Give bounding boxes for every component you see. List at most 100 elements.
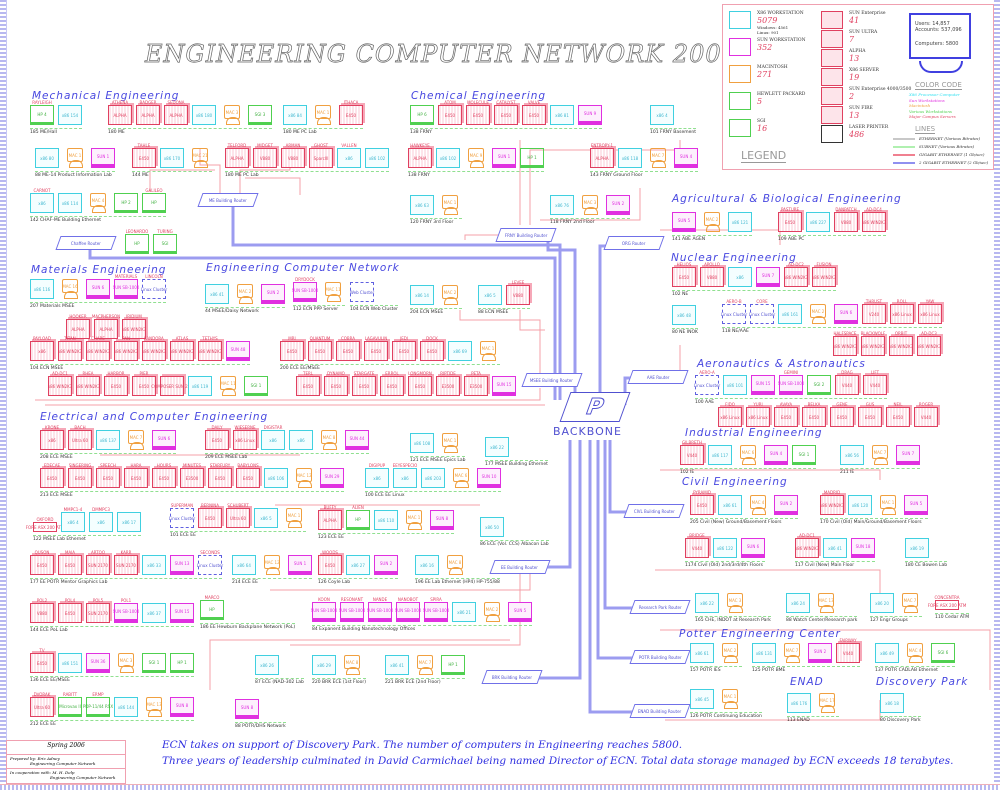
- x86-workstation-node[interactable]: x86 45: [690, 684, 714, 709]
- macintosh-node[interactable]: MAC 1: [476, 336, 500, 361]
- macintosh-node[interactable]: MAC 4: [86, 188, 110, 213]
- sgi-workstation-node[interactable]: SGI 6: [931, 638, 955, 663]
- sun-workstation-node[interactable]: SUN 29: [320, 463, 344, 488]
- macintosh-node[interactable]: MAC 1: [718, 684, 742, 709]
- macintosh-node[interactable]: MAC 1: [876, 490, 900, 515]
- x86-workstation-node[interactable]: x86 81: [550, 100, 574, 125]
- macintosh-node[interactable]: MAC 1: [311, 100, 335, 125]
- x86-workstation-node[interactable]: x86 41: [205, 279, 229, 304]
- x86-workstation-node[interactable]: x86 151: [58, 648, 82, 673]
- macintosh-node[interactable]: MAC 7: [413, 650, 437, 675]
- x86-workstation-node[interactable]: x86 180: [192, 100, 216, 125]
- research-park-router[interactable]: Research Park Router: [629, 600, 691, 614]
- sun-workstation-node[interactable]: SUN 4: [674, 143, 698, 168]
- x86-workstation-node[interactable]: x86 114: [58, 188, 82, 213]
- sun-workstation-node[interactable]: SUN 7: [756, 262, 780, 287]
- macintosh-node[interactable]: MAC 6: [449, 463, 473, 488]
- x86-workstation-node[interactable]: x86 50: [480, 512, 504, 537]
- macintosh-node[interactable]: MAC 4: [746, 490, 770, 515]
- sun-workstation-node[interactable]: SUN 2: [261, 279, 285, 304]
- macintosh-node[interactable]: MAC 12: [260, 550, 284, 575]
- macintosh-node[interactable]: MAC 1: [438, 428, 462, 453]
- sun-workstation-node[interactable]: SUN 6: [834, 299, 858, 324]
- sun-workstation-node[interactable]: SUN 10: [477, 463, 501, 488]
- sun-workstation-node[interactable]: SUN 13: [170, 550, 194, 575]
- x86-workstation-node[interactable]: x86 131: [752, 638, 776, 663]
- x86-workstation-node[interactable]: x86 116: [30, 274, 54, 299]
- x86-workstation-node[interactable]: x86 161: [778, 299, 802, 324]
- x86-workstation-node[interactable]: x86 61: [690, 638, 714, 663]
- ee-building-router[interactable]: EE Building Router: [489, 560, 551, 574]
- x86-workstation-node[interactable]: x86 144: [114, 692, 138, 717]
- macintosh-node[interactable]: MAC 3: [220, 100, 244, 125]
- x86-workstation-node[interactable]: x86 119: [188, 371, 212, 396]
- sun-workstation-node[interactable]: SUN 6: [86, 274, 110, 299]
- macintosh-node[interactable]: MAC 2: [700, 207, 724, 232]
- frny-building-router[interactable]: FRNY Building Router: [495, 228, 557, 242]
- x86-workstation-node[interactable]: x86 21: [452, 597, 476, 622]
- sun-workstation-node[interactable]: SUN 15: [751, 370, 775, 395]
- x86-workstation-node[interactable]: x86 227: [806, 207, 830, 232]
- macintosh-node[interactable]: MAC 2: [718, 638, 742, 663]
- hp-workstation-node[interactable]: HP 1: [441, 650, 465, 675]
- macintosh-node[interactable]: MAC 3: [114, 648, 138, 673]
- civl-building-router[interactable]: CIVL Building Router: [623, 504, 685, 518]
- x86-workstation-node[interactable]: x86 26: [255, 650, 279, 675]
- x86-workstation-node[interactable]: x86 102: [436, 143, 460, 168]
- x86-workstation-node[interactable]: x86 27: [346, 550, 370, 575]
- x86-workstation-node[interactable]: x86 176: [787, 688, 811, 713]
- macintosh-node[interactable]: MAC 9: [464, 143, 488, 168]
- macintosh-node[interactable]: MAC 2: [806, 299, 830, 324]
- macintosh-node[interactable]: MAC 11: [321, 277, 345, 302]
- brk-building-router[interactable]: BRK Building Router: [481, 670, 543, 684]
- server-node[interactable]: COMPOSER SUN 220: [151, 371, 193, 396]
- macintosh-node[interactable]: MAC 8: [443, 550, 467, 575]
- x86-workstation-node[interactable]: x86: [728, 262, 752, 287]
- x86-workstation-node[interactable]: x86 37: [142, 598, 166, 623]
- sun-workstation-node[interactable]: SUN 1: [91, 143, 115, 168]
- cluster-node[interactable]: Web Cluster: [350, 277, 374, 302]
